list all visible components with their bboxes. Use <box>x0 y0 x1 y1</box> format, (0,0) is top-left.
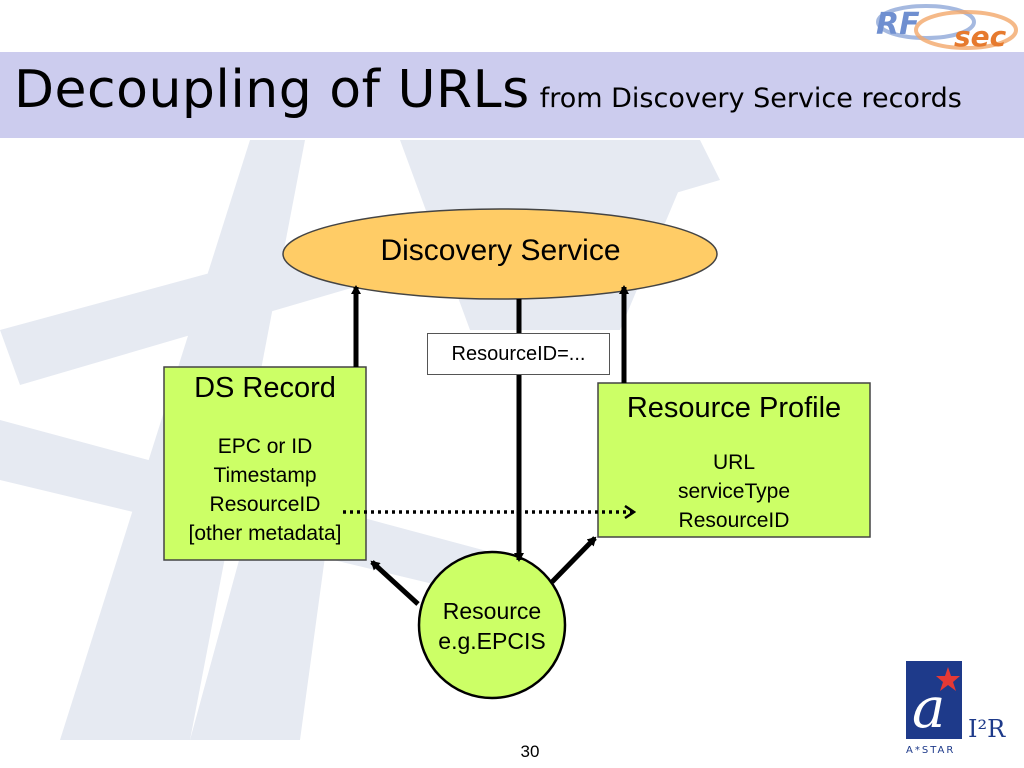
ds-record-fields: EPC or ID Timestamp ResourceID [other me… <box>164 432 366 548</box>
resource-label: Resource e.g.EPCIS <box>419 596 565 656</box>
ds-record-box <box>163 366 367 561</box>
svg-text:A*STAR: A*STAR <box>906 745 955 756</box>
page-number: 30 <box>520 742 540 761</box>
resource-circle <box>417 550 567 700</box>
resource-profile-field: URL <box>712 451 755 474</box>
ds-record-field: [other metadata] <box>188 522 342 545</box>
resource-label-line: e.g.EPCIS <box>438 628 546 654</box>
resource-profile-fields: URL serviceType ResourceID <box>598 448 870 535</box>
slide-title: Decoupling of URLs from Discovery Service… <box>14 60 962 120</box>
resource-profile-field: ResourceID <box>678 509 790 532</box>
resource-profile-title: Resource Profile <box>626 392 842 424</box>
ds-record-field: Timestamp <box>213 464 317 487</box>
resource-profile-box <box>597 382 871 538</box>
title-subtitle: from Discovery Service records <box>539 83 962 114</box>
resource-label-line: Resource <box>442 598 542 624</box>
astar-i2r-logo: a I²R A*STAR <box>906 661 1006 756</box>
ds-record-title: DS Record <box>194 372 336 404</box>
resourceid-query-box: ResourceID=... <box>427 333 610 375</box>
title-band <box>0 52 1024 138</box>
ds-record-field: EPC or ID <box>217 435 313 458</box>
svg-text:a: a <box>912 676 945 741</box>
ds-record-field: ResourceID <box>209 493 321 516</box>
discovery-service-ellipse <box>282 208 718 300</box>
svg-text:sec: sec <box>954 20 1007 53</box>
svg-text:I²R: I²R <box>968 715 1006 743</box>
resource-profile-field: serviceType <box>677 480 791 503</box>
svg-text:RF: RF <box>876 7 920 42</box>
rfsec-logo: RF sec <box>876 4 1018 53</box>
title-main: Decoupling of URLs <box>14 60 530 120</box>
arrow-resource-to-resource-profile <box>550 536 597 584</box>
arrow-resource-to-ds-record <box>370 560 420 606</box>
discovery-service-label: Discovery Service <box>380 234 621 267</box>
